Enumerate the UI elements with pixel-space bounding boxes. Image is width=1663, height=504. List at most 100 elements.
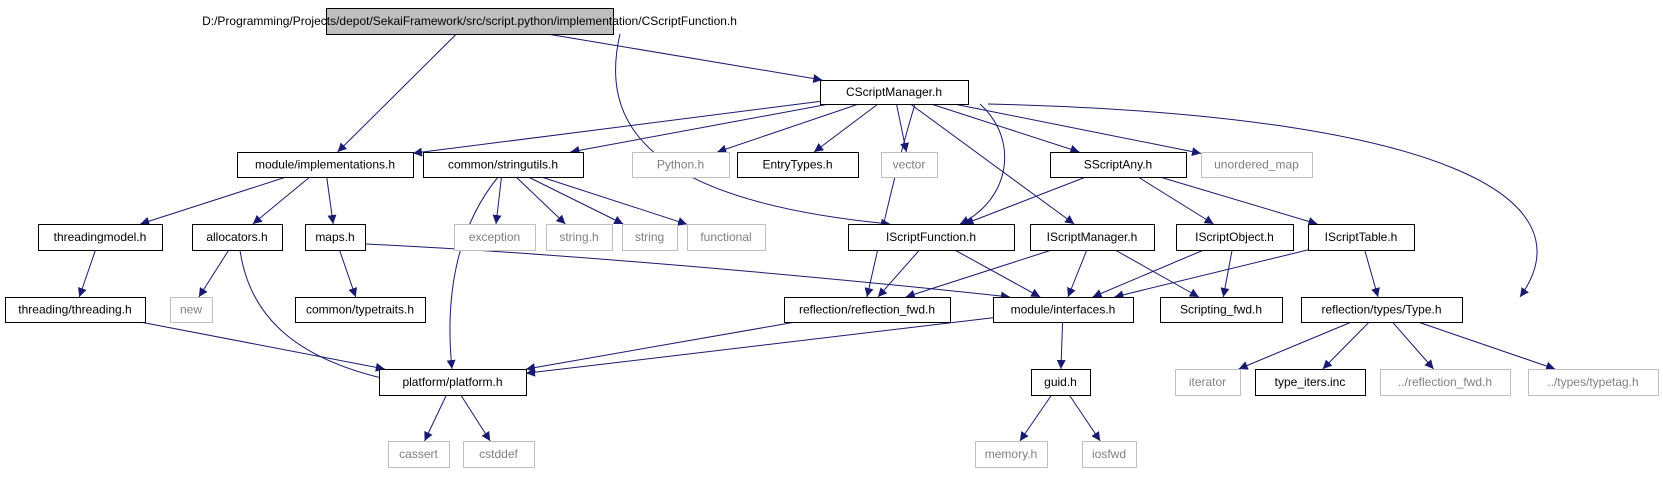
node-string_h: string.h: [546, 224, 613, 251]
node-box: [388, 441, 450, 468]
node-label: maps.h: [315, 230, 354, 244]
node-iscriptfunction[interactable]: IScriptFunction.h: [848, 224, 1015, 251]
node-label: unordered_map: [1214, 158, 1299, 172]
node-label: functional: [700, 230, 751, 244]
edge-iscriptmanager-to-scripting_fwd: [1114, 249, 1200, 298]
node-stringutils[interactable]: common/stringutils.h: [423, 152, 584, 178]
edge-iscriptfunction-to-reflection_fwd: [877, 249, 920, 298]
node-allocators[interactable]: allocators.h: [192, 224, 283, 251]
node-label: threadingmodel.h: [54, 230, 147, 244]
edge-threadingmodel-to-threading: [77, 249, 96, 298]
edge-cscriptmanager-to-type_h: [987, 103, 1538, 298]
node-new: new: [170, 297, 213, 323]
node-box: [632, 152, 730, 178]
node-box: [1175, 369, 1241, 396]
node-entrytypes[interactable]: EntryTypes.h: [737, 152, 859, 178]
edge-cscriptmanager-to-sscriptany: [930, 103, 1080, 154]
node-box: [784, 297, 951, 323]
edge-root-to-iscriptfunction: [615, 33, 891, 228]
node-label: module/implementations.h: [255, 158, 395, 172]
node-label: new: [180, 303, 202, 317]
node-label: Scripting_fwd.h: [1180, 303, 1262, 317]
node-box: [546, 224, 613, 251]
edge-interfaces-to-guid: [1056, 321, 1066, 370]
node-maps[interactable]: maps.h: [305, 224, 366, 251]
node-cassert: cassert: [388, 441, 450, 468]
node-typetag: ../types/typetag.h: [1528, 369, 1659, 396]
node-box: [38, 224, 163, 251]
node-box: [454, 224, 536, 251]
node-iscriptobject[interactable]: IScriptObject.h: [1176, 224, 1294, 251]
edge-maps-to-typetraits: [339, 249, 358, 298]
node-box: [423, 152, 584, 178]
node-label: reflection/reflection_fwd.h: [799, 303, 935, 317]
edge-sscriptany-to-iscriptobject: [1137, 176, 1214, 225]
node-box: [687, 224, 766, 251]
node-label: guid.h: [1044, 375, 1077, 389]
node-label: ../types/typetag.h: [1547, 375, 1638, 389]
node-box: [993, 297, 1134, 323]
node-threading[interactable]: threading/threading.h: [5, 297, 146, 323]
node-label: iosfwd: [1092, 447, 1126, 461]
node-label: IScriptTable.h: [1325, 230, 1398, 244]
edge-iscripttable-to-interfaces: [1114, 249, 1309, 300]
node-label: exception: [469, 230, 520, 244]
node-cscriptmanager[interactable]: CScriptManager.h: [820, 80, 969, 105]
node-label: iterator: [1189, 375, 1226, 389]
node-rel_reflection_fwd: ../reflection_fwd.h: [1380, 369, 1511, 396]
edge-threading-to-platform: [140, 321, 385, 372]
edge-stringutils-to-exception: [492, 176, 502, 225]
node-string: string: [622, 224, 678, 251]
edge-interfaces-to-platform: [525, 317, 994, 377]
node-memory_h: memory.h: [975, 441, 1048, 468]
edge-guid-to-iosfwd: [1068, 394, 1101, 442]
edge-platform-to-cassert: [424, 394, 447, 442]
edge-cscriptmanager-to-unordered_map: [953, 103, 1202, 157]
node-box: [295, 297, 426, 323]
node-box: [1255, 369, 1366, 396]
node-iscripttable[interactable]: IScriptTable.h: [1308, 224, 1415, 251]
edge-cscriptmanager-to-vector: [896, 103, 909, 153]
node-label: string.h: [559, 230, 598, 244]
node-module_impl[interactable]: module/implementations.h: [237, 152, 414, 178]
node-box: [1160, 297, 1283, 323]
node-interfaces[interactable]: module/interfaces.h: [993, 297, 1134, 323]
node-iscriptmanager[interactable]: IScriptManager.h: [1030, 224, 1155, 251]
edge-iscriptfunction-to-interfaces: [954, 249, 1041, 298]
node-typetraits[interactable]: common/typetraits.h: [295, 297, 426, 323]
node-box: [379, 369, 527, 396]
node-label: IScriptObject.h: [1195, 230, 1274, 244]
node-label: D:/Programming/Projects/depot/SekaiFrame…: [202, 14, 737, 28]
node-iosfwd: iosfwd: [1082, 441, 1137, 468]
node-root[interactable]: D:/Programming/Projects/depot/SekaiFrame…: [202, 8, 737, 35]
node-scripting_fwd[interactable]: Scripting_fwd.h: [1160, 297, 1283, 323]
node-reflection_fwd[interactable]: reflection/reflection_fwd.h: [784, 297, 951, 323]
edge-module_impl-to-allocators: [252, 176, 311, 225]
edge-stringutils-to-platform: [446, 176, 499, 370]
edge-module_impl-to-maps: [326, 176, 337, 225]
node-threadingmodel[interactable]: threadingmodel.h: [38, 224, 163, 251]
node-sscriptany[interactable]: SScriptAny.h: [1050, 152, 1187, 178]
edge-type_h-to-type_iters: [1322, 321, 1370, 370]
node-type_iters[interactable]: type_iters.inc: [1255, 369, 1366, 396]
edge-stringutils-to-string_h: [515, 176, 566, 225]
node-label: vector: [893, 158, 926, 172]
edge-maps-to-interfaces: [364, 243, 1011, 301]
edge-root-to-module_impl: [337, 33, 457, 153]
node-box: [881, 152, 938, 178]
edge-iscriptmanager-to-interfaces: [1067, 249, 1088, 298]
node-label: reflection/types/Type.h: [1321, 303, 1441, 317]
node-exception: exception: [454, 224, 536, 251]
edge-allocators-to-new: [198, 249, 230, 298]
node-box: [237, 152, 414, 178]
edge-stringutils-to-string: [528, 176, 624, 225]
node-platform[interactable]: platform/platform.h: [379, 369, 527, 396]
node-box: [1308, 224, 1415, 251]
node-label: platform/platform.h: [402, 375, 502, 389]
edge-sscriptany-to-iscriptfunction: [964, 176, 1086, 225]
edge-iscripttable-to-type_h: [1364, 249, 1380, 298]
node-box: [1082, 441, 1137, 468]
node-guid[interactable]: guid.h: [1031, 369, 1091, 396]
edge-iscriptmanager-to-reflection_fwd: [905, 249, 1052, 299]
node-type_h[interactable]: reflection/types/Type.h: [1301, 297, 1463, 323]
